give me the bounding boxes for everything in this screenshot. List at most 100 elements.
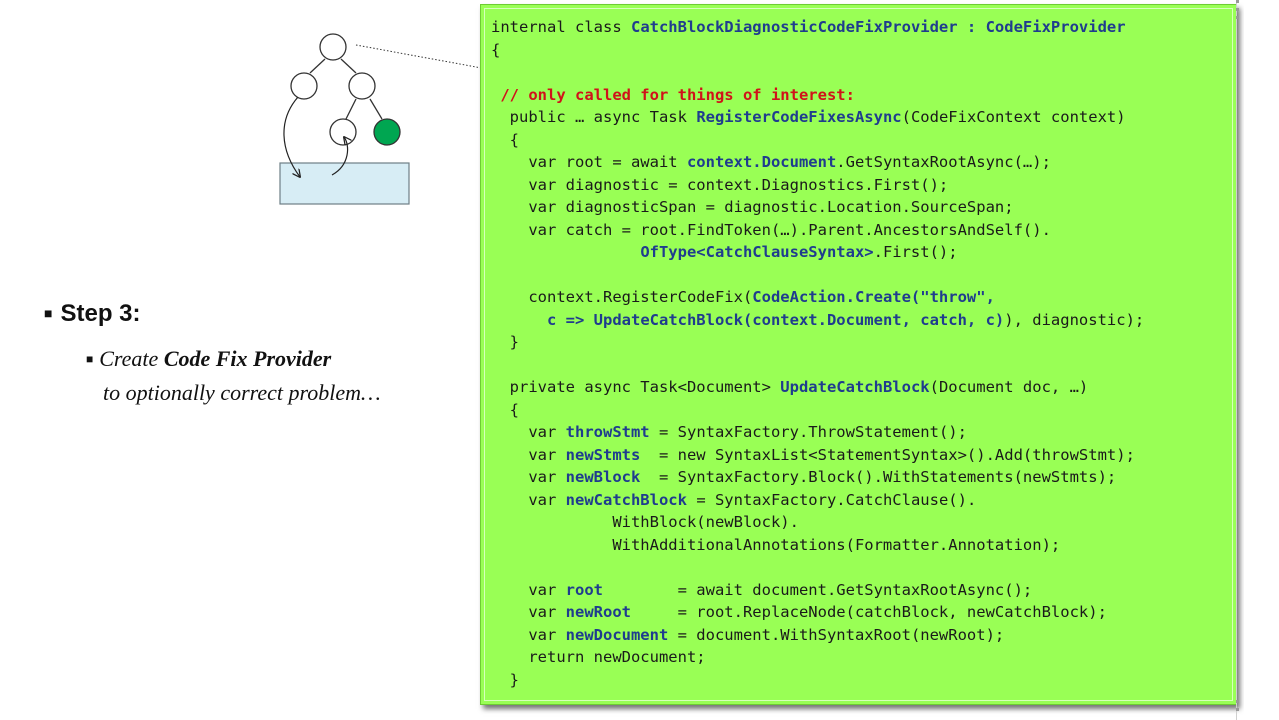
code-text: var (491, 445, 566, 464)
code-text: var (491, 603, 566, 621)
code-text: var (491, 468, 566, 486)
code-text: (CodeFixContext context) (901, 108, 1126, 126)
code-line: var newCatchBlock = SyntaxFactory.CatchC… (491, 491, 976, 509)
code-line: var root = await context.Document.GetSyn… (491, 153, 1051, 171)
code-text: var (491, 423, 566, 441)
rail-dot (1236, 16, 1239, 19)
code-line: { (491, 41, 500, 59)
code-text: WithAdditionalAnnotations(Formatter.Anno… (491, 535, 1061, 554)
rail-dot (1236, 708, 1239, 711)
code-comment: // only called for things of interest: (491, 85, 855, 104)
code-keyword: newBlock (565, 468, 641, 486)
tree-edge (309, 58, 326, 74)
code-text: { (491, 400, 519, 419)
code-line: public … async Task RegisterCodeFixesAsy… (491, 108, 1126, 126)
code-text: { (491, 40, 501, 59)
tree-edge (345, 98, 357, 120)
code-text: = document.WithSyntaxRoot(newRoot); (668, 625, 1005, 644)
code-keyword: CatchBlockDiagnosticCodeFixProvider : Co… (630, 18, 1126, 36)
code-text: var (491, 625, 566, 644)
code-text (491, 243, 640, 261)
code-line: return newDocument; (491, 648, 706, 666)
tree-node (290, 72, 318, 100)
code-line: OfType<CatchClauseSyntax>.First(); (491, 243, 958, 261)
tree-arrow (331, 137, 348, 176)
code-text: var diagnostic = context.Diagnostics.Fir… (491, 175, 949, 194)
code-keyword: newDocument (565, 625, 669, 644)
code-keyword: newRoot (565, 603, 631, 621)
code-text: ), diagnostic); (1004, 310, 1145, 329)
code-text: var catch = root.FindToken(…).Parent.Anc… (491, 220, 1051, 239)
code-line: var newBlock = SyntaxFactory.Block().Wit… (491, 468, 1116, 486)
bullet-icon: ■ (86, 352, 94, 366)
tree-node (329, 118, 357, 146)
rail-line (1236, 0, 1237, 720)
code-text: return newDocument; (491, 648, 706, 666)
code-text: = SyntaxFactory.ThrowStatement(); (649, 423, 967, 441)
sub-bold: Code Fix Provider (163, 346, 332, 371)
right-edge-rail (1236, 0, 1279, 720)
code-text: (Document doc, …) (929, 378, 1089, 396)
code-text: var (491, 490, 566, 509)
code-text: private async Task<Document> (491, 378, 781, 396)
code-line: context.RegisterCodeFix(CodeAction.Creat… (491, 288, 995, 306)
rail-dot (1236, 700, 1239, 703)
code-keyword: throwStmt (565, 423, 650, 441)
code-text: { (491, 130, 519, 149)
rail-dot (1236, 8, 1239, 11)
code-text: = new SyntaxList<StatementSyntax>().Add(… (640, 445, 1135, 464)
code-text: .First(); (873, 243, 958, 261)
code-line: } (491, 671, 519, 689)
code-line: var diagnosticSpan = diagnostic.Location… (491, 198, 1014, 216)
step-description: ■ Create Code Fix Provider to optionally … (86, 342, 466, 409)
code-line: var catch = root.FindToken(…).Parent.Anc… (491, 221, 1051, 239)
tree-arrow (283, 96, 300, 177)
code-line: WithAdditionalAnnotations(Formatter.Anno… (491, 536, 1060, 554)
tree-edge (340, 58, 357, 74)
code-keyword: newStmts (565, 445, 641, 464)
code-line: { (491, 131, 519, 149)
code-line: WithBlock(newBlock). (491, 513, 799, 531)
code-text: = root.ReplaceNode(catchBlock, newCatchB… (630, 603, 1107, 621)
code-keyword: OfType<CatchClauseSyntax> (640, 243, 874, 261)
code-text: public … async Task (491, 108, 697, 126)
sub-line2: to optionally correct problem… (103, 380, 381, 405)
target-document-box (279, 162, 410, 205)
code-line: var diagnostic = context.Diagnostics.Fir… (491, 176, 948, 194)
step-title: Step 3: (60, 300, 141, 327)
code-text: = await document.GetSyntaxRootAsync(); (602, 580, 1033, 599)
code-text: .GetSyntaxRootAsync(…); (836, 153, 1051, 171)
step-heading: ■ Step 3: (44, 300, 140, 328)
rail-dot (1236, 0, 1239, 3)
tree-root-node (319, 33, 347, 61)
code-text: } (491, 333, 519, 351)
code-line: internal class CatchBlockDiagnosticCodeF… (491, 18, 1126, 36)
dotted-connector (355, 44, 499, 72)
syntax-tree-diagram (279, 33, 499, 205)
tree-edge (369, 98, 383, 120)
code-text: context.RegisterCodeFix( (491, 288, 753, 306)
code-keyword: root (565, 580, 603, 599)
code-line: var newDocument = document.WithSyntaxRoo… (491, 626, 1004, 644)
code-line: // only called for things of interest: (491, 86, 855, 104)
code-text: var root = await (491, 153, 687, 171)
code-text: var (491, 580, 566, 599)
code-box: internal class CatchBlockDiagnosticCodeF… (480, 4, 1237, 705)
code-keyword: context.Document (686, 153, 837, 171)
code-keyword: RegisterCodeFixesAsync (696, 108, 902, 126)
code-line: var throwStmt = SyntaxFactory.ThrowState… (491, 423, 967, 441)
code-text: = SyntaxFactory.Block().WithStatements(n… (640, 468, 1117, 486)
code-line: { (491, 401, 519, 419)
tree-highlight-node (373, 118, 401, 146)
code-keyword: newCatchBlock (565, 490, 687, 509)
bullet-icon: ■ (44, 305, 53, 321)
sub-prefix: Create (99, 346, 164, 371)
code-text: WithBlock(newBlock). (491, 513, 799, 531)
code-text: internal class (491, 18, 631, 36)
code-text: var diagnosticSpan = diagnostic.Location… (491, 198, 1014, 216)
code-line: var newStmts = new SyntaxList<StatementS… (491, 446, 1135, 464)
code-text: } (491, 670, 519, 689)
tree-node (348, 72, 376, 100)
code-keyword: c => UpdateCatchBlock(context.Document, … (547, 310, 1005, 329)
code-text: = SyntaxFactory.CatchClause(). (686, 490, 977, 509)
